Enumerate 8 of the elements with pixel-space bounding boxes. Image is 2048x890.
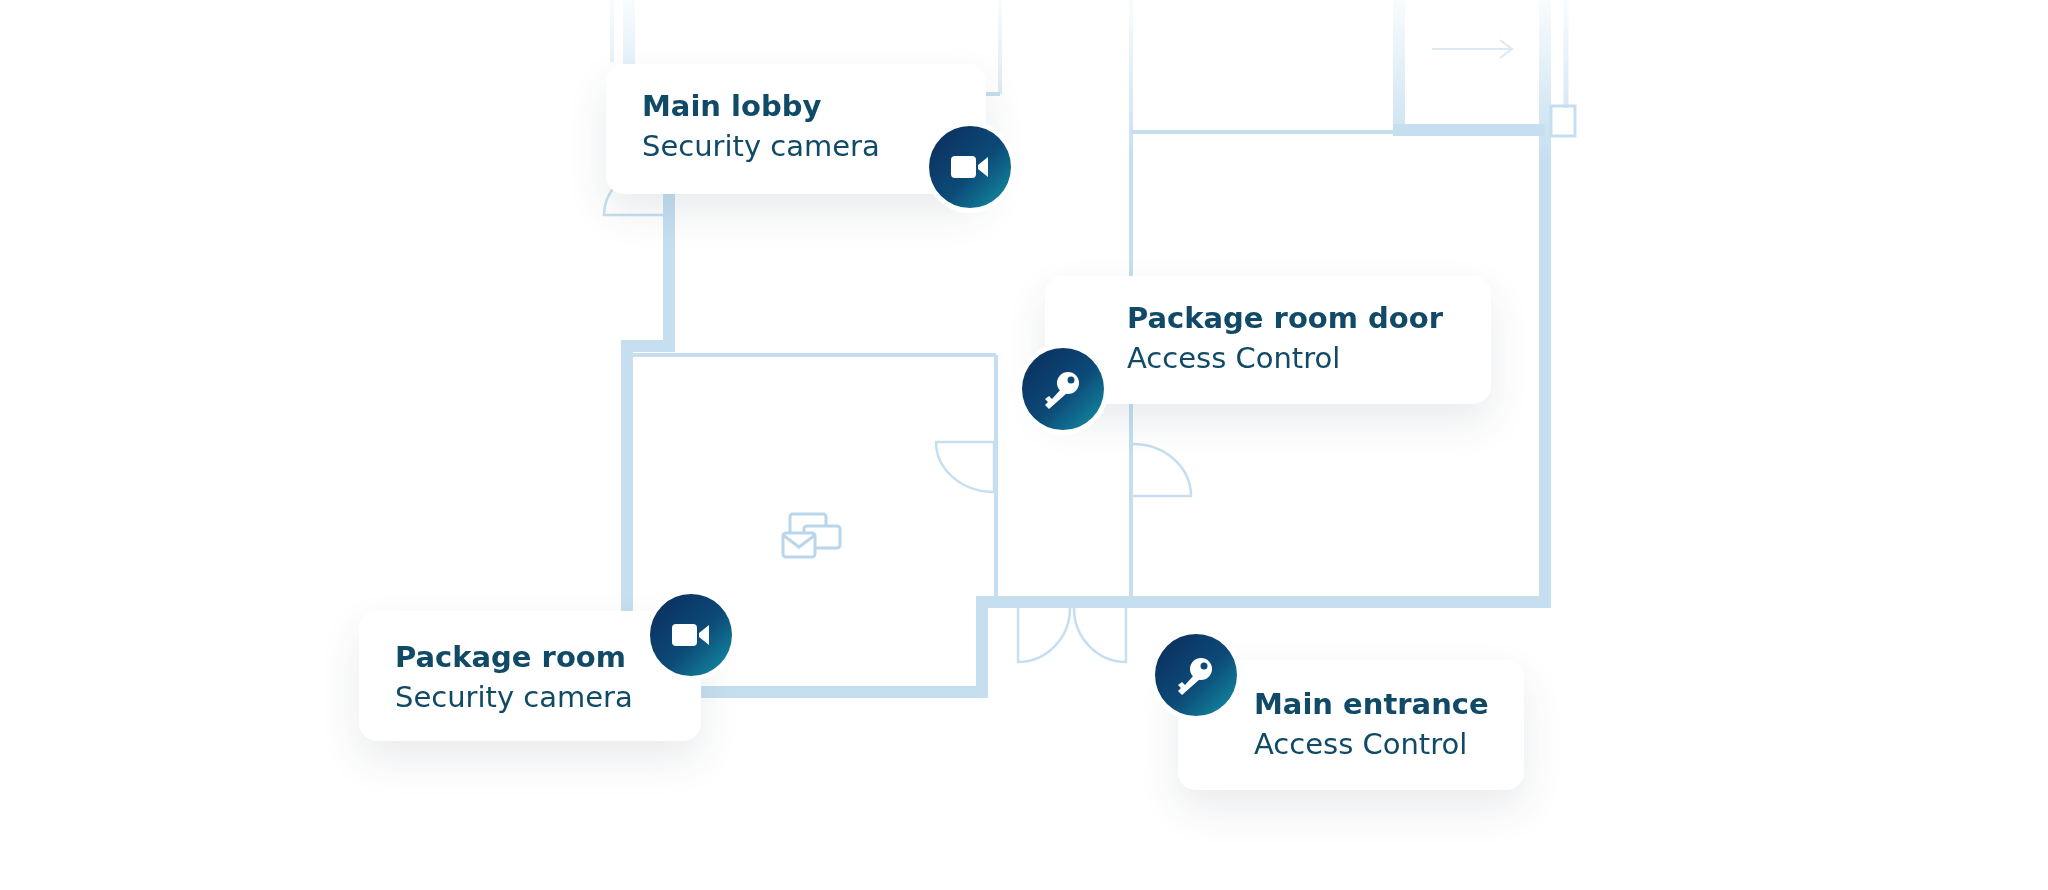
device-type: Access Control: [1127, 340, 1342, 377]
device-type: Security camera: [395, 679, 634, 716]
location-title: Main entrance: [1254, 686, 1490, 723]
device-type: Access Control: [1254, 726, 1469, 763]
location-title: Package room door: [1127, 300, 1444, 337]
location-title: Package room: [395, 639, 627, 676]
device-type: Security camera: [642, 128, 881, 165]
location-title: Main lobby: [642, 88, 823, 125]
